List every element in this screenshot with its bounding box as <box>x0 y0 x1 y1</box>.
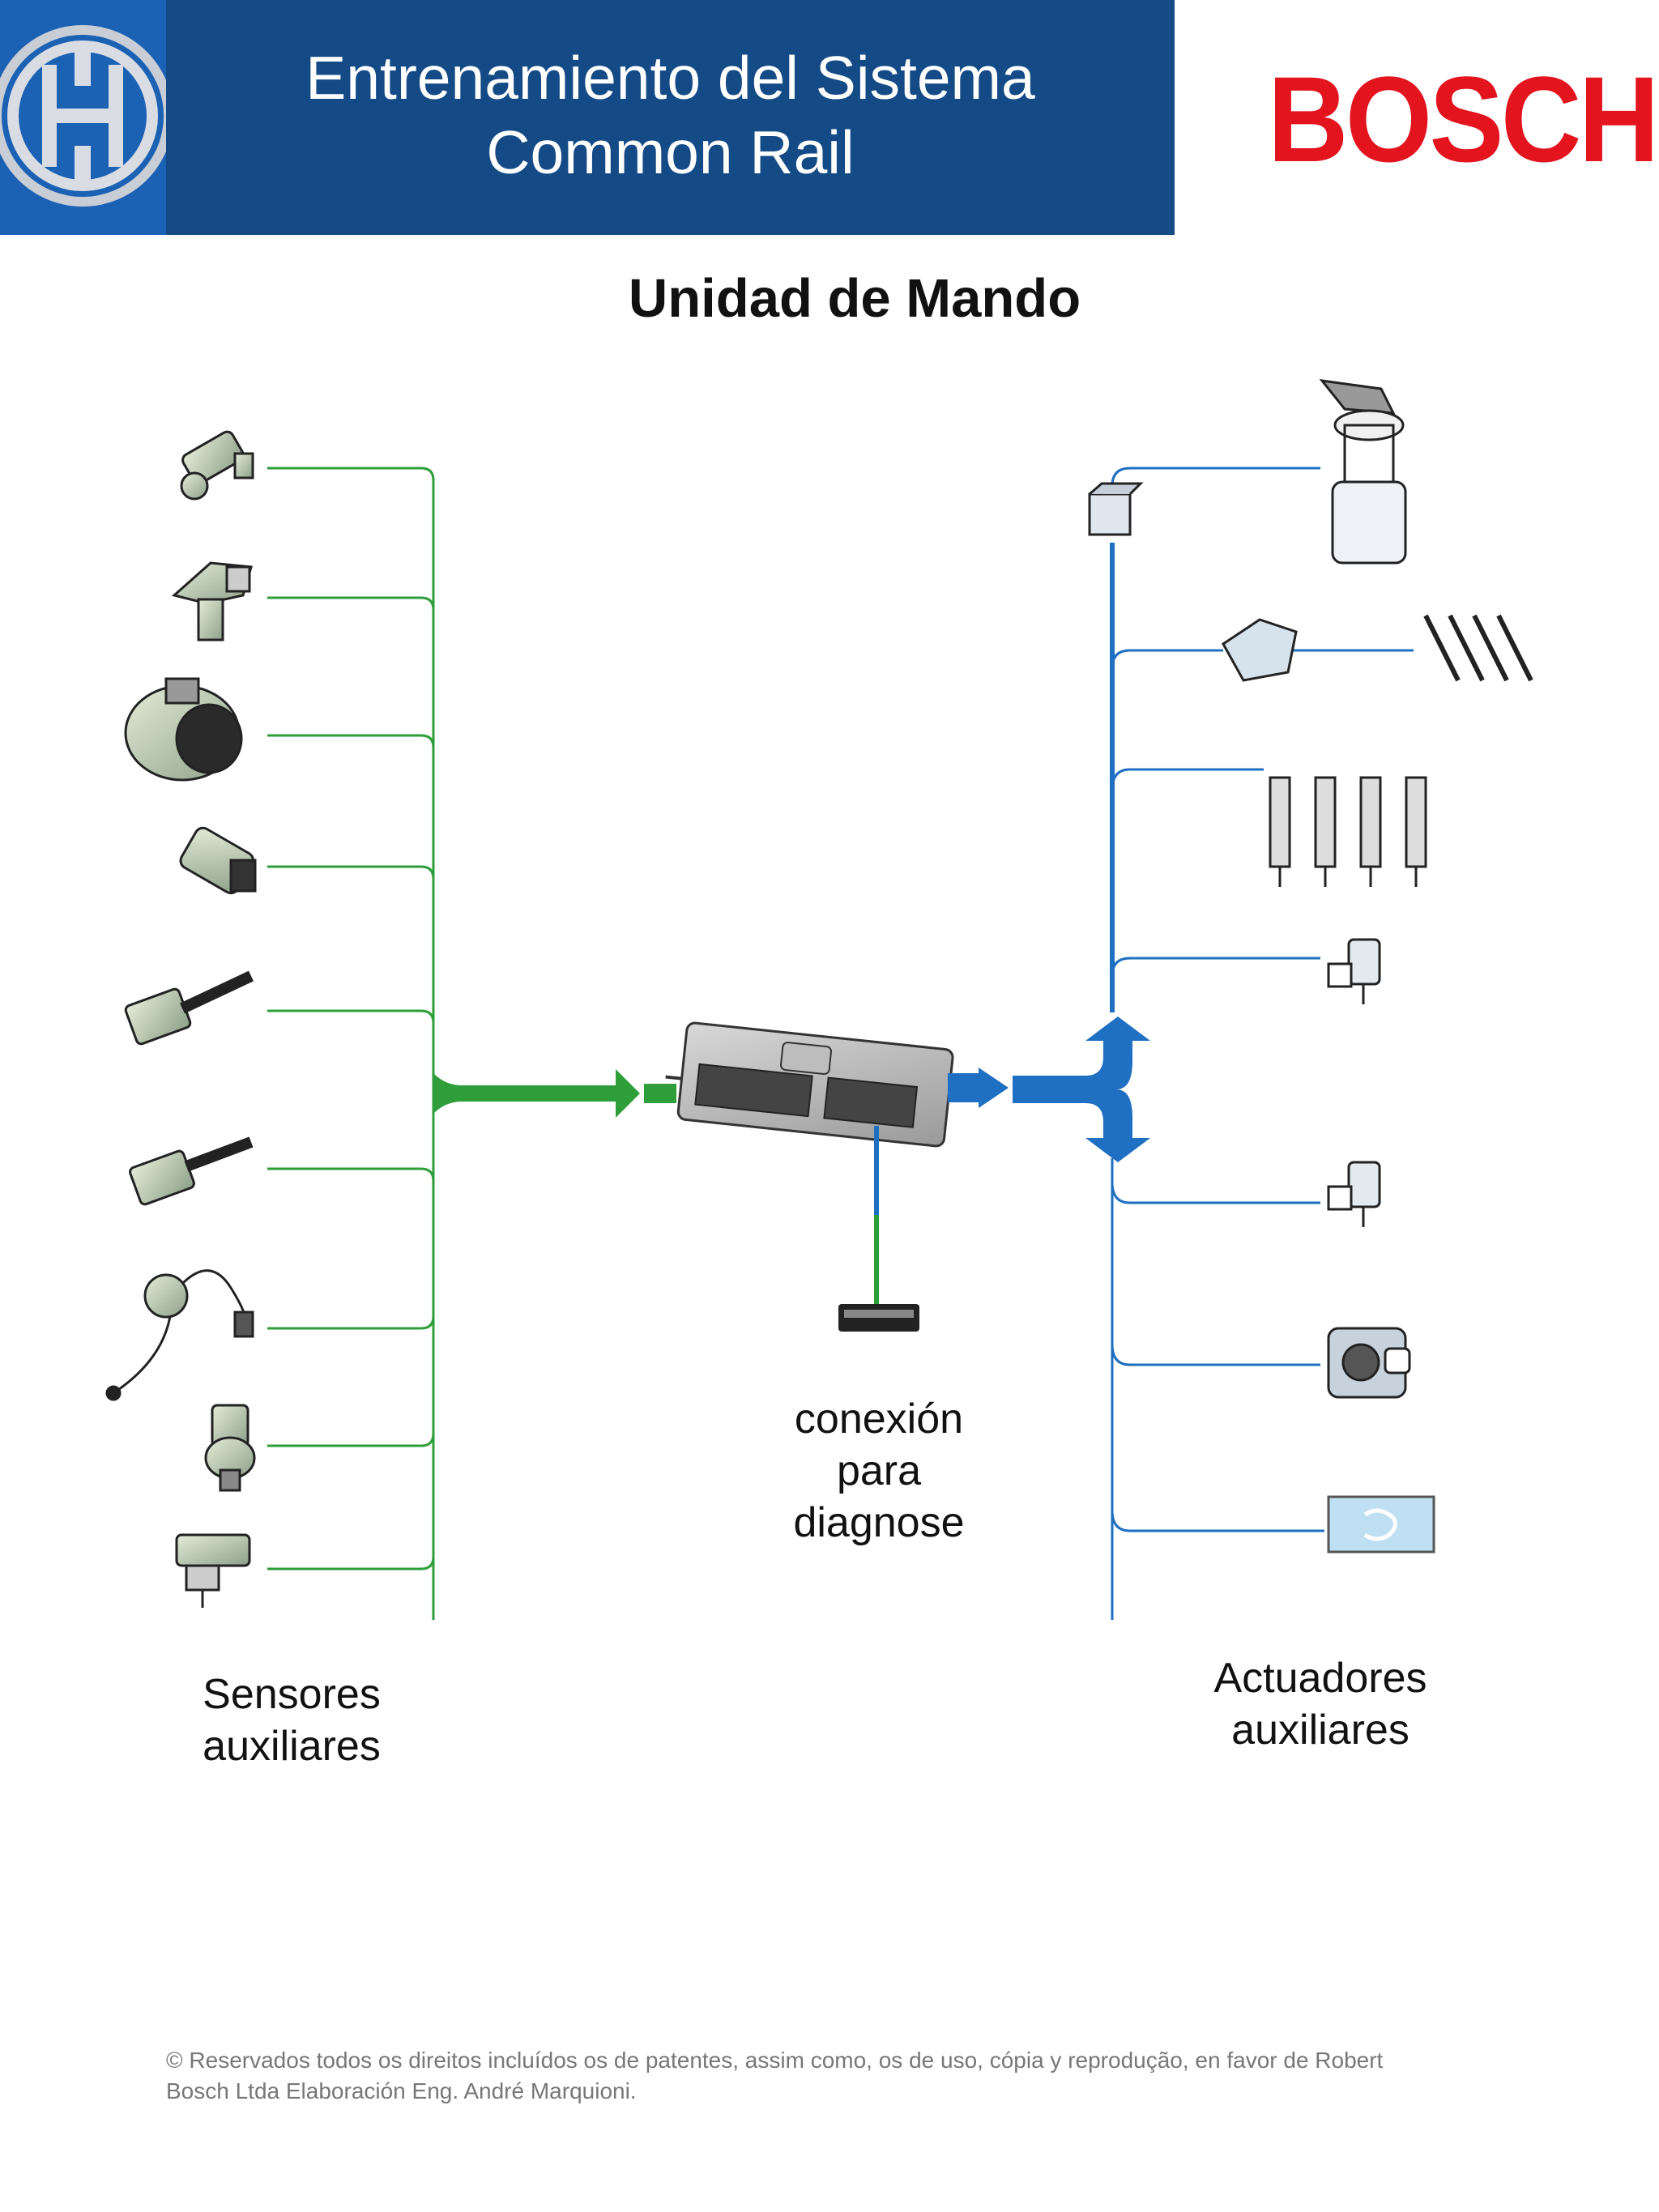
pressure-sensor-icon <box>124 970 254 1046</box>
sensors-label: Sensores auxiliares <box>146 1669 437 1772</box>
actuator-branch-2 <box>1111 649 1223 669</box>
actuators-label-line2: auxiliares <box>1231 1707 1410 1754</box>
sensor-branch-6 <box>267 1167 435 1182</box>
header-title-line2: Common Rail <box>486 118 855 186</box>
footer-line2: Bosch Ltda Elaboración Eng. André Marqui… <box>166 2078 637 2103</box>
sensor-bus <box>267 467 435 1620</box>
sensor-branch-1 <box>267 467 435 481</box>
sensor-branch-2 <box>267 596 435 611</box>
sensor-branch-5 <box>267 1009 435 1024</box>
sensor-branch-8 <box>267 1433 435 1447</box>
rail-pressure-sensor-icon <box>129 1136 254 1206</box>
actuator-branch-7 <box>1111 1510 1324 1532</box>
header-bar <box>0 0 1175 235</box>
glow-plugs-icon <box>1423 614 1533 682</box>
diagnosis-label-line1: conexión <box>794 1396 964 1443</box>
page-title: Unidad de Mando <box>628 268 1081 329</box>
speed-sensor-icon <box>175 1533 251 1608</box>
copyright-footer: © Reservados todos os direitos incluídos… <box>166 2045 1543 2107</box>
sensor-branch-4 <box>267 865 435 880</box>
ecu-control-unit <box>665 1021 954 1148</box>
bosch-armature-logo <box>0 0 166 235</box>
actuators-label-line1: Actuadores <box>1213 1655 1427 1702</box>
temperature-sensor-icon <box>204 1404 256 1492</box>
air-mass-meter-icon <box>124 677 243 782</box>
sensor-to-ecu-arrow <box>433 1069 676 1118</box>
relay-icon <box>1088 482 1144 536</box>
sensor-branch-7 <box>267 1315 435 1330</box>
throttle-actuator-icon <box>1327 1327 1411 1399</box>
sensors-label-line1: Sensores <box>203 1671 381 1718</box>
injectors-icon <box>1269 776 1427 887</box>
actuator-bus <box>1110 467 1414 1620</box>
pressure-control-valve-icon <box>1327 938 1381 1004</box>
actuator-branch-4 <box>1111 957 1320 977</box>
header-title-line1: Entrenamiento del Sistema <box>305 44 1035 112</box>
diagnosis-label-line2: para <box>836 1447 922 1494</box>
actuator-branch-1 <box>1111 467 1320 487</box>
coolant-temp-sensor-icon <box>179 826 257 895</box>
lambda-sensor-icon <box>105 1269 254 1401</box>
fuel-pump-module-icon <box>1319 379 1407 565</box>
actuator-branch-3 <box>1111 768 1264 791</box>
diagnosis-connection-label: conexión para diagnose <box>737 1393 1021 1549</box>
diagnosis-connector-icon <box>838 1304 919 1332</box>
sensors-label-line2: auxiliares <box>203 1723 381 1770</box>
actuator-branch-5 <box>1111 1182 1320 1204</box>
indicator-lamp-icon <box>1327 1495 1435 1554</box>
actuator-branch-6 <box>1111 1344 1320 1366</box>
armature-logo-icon <box>0 25 166 207</box>
glow-control-unit-icon <box>1222 618 1298 682</box>
crankshaft-sensor-icon <box>180 430 254 501</box>
egr-valve-icon <box>1327 1161 1381 1227</box>
sensor-branch-3 <box>267 734 435 748</box>
actuators-label: Actuadores auxiliares <box>1183 1652 1458 1756</box>
camshaft-sensor-icon <box>171 561 253 641</box>
footer-line1: © Reservados todos os direitos incluídos… <box>166 2048 1384 2073</box>
header-title: Entrenamiento del Sistema Common Rail <box>166 40 1175 190</box>
ecu-to-actuator-arrow <box>948 1016 1150 1162</box>
diagnosis-label-line3: diagnose <box>793 1499 965 1546</box>
sensor-branch-9 <box>267 1556 435 1571</box>
